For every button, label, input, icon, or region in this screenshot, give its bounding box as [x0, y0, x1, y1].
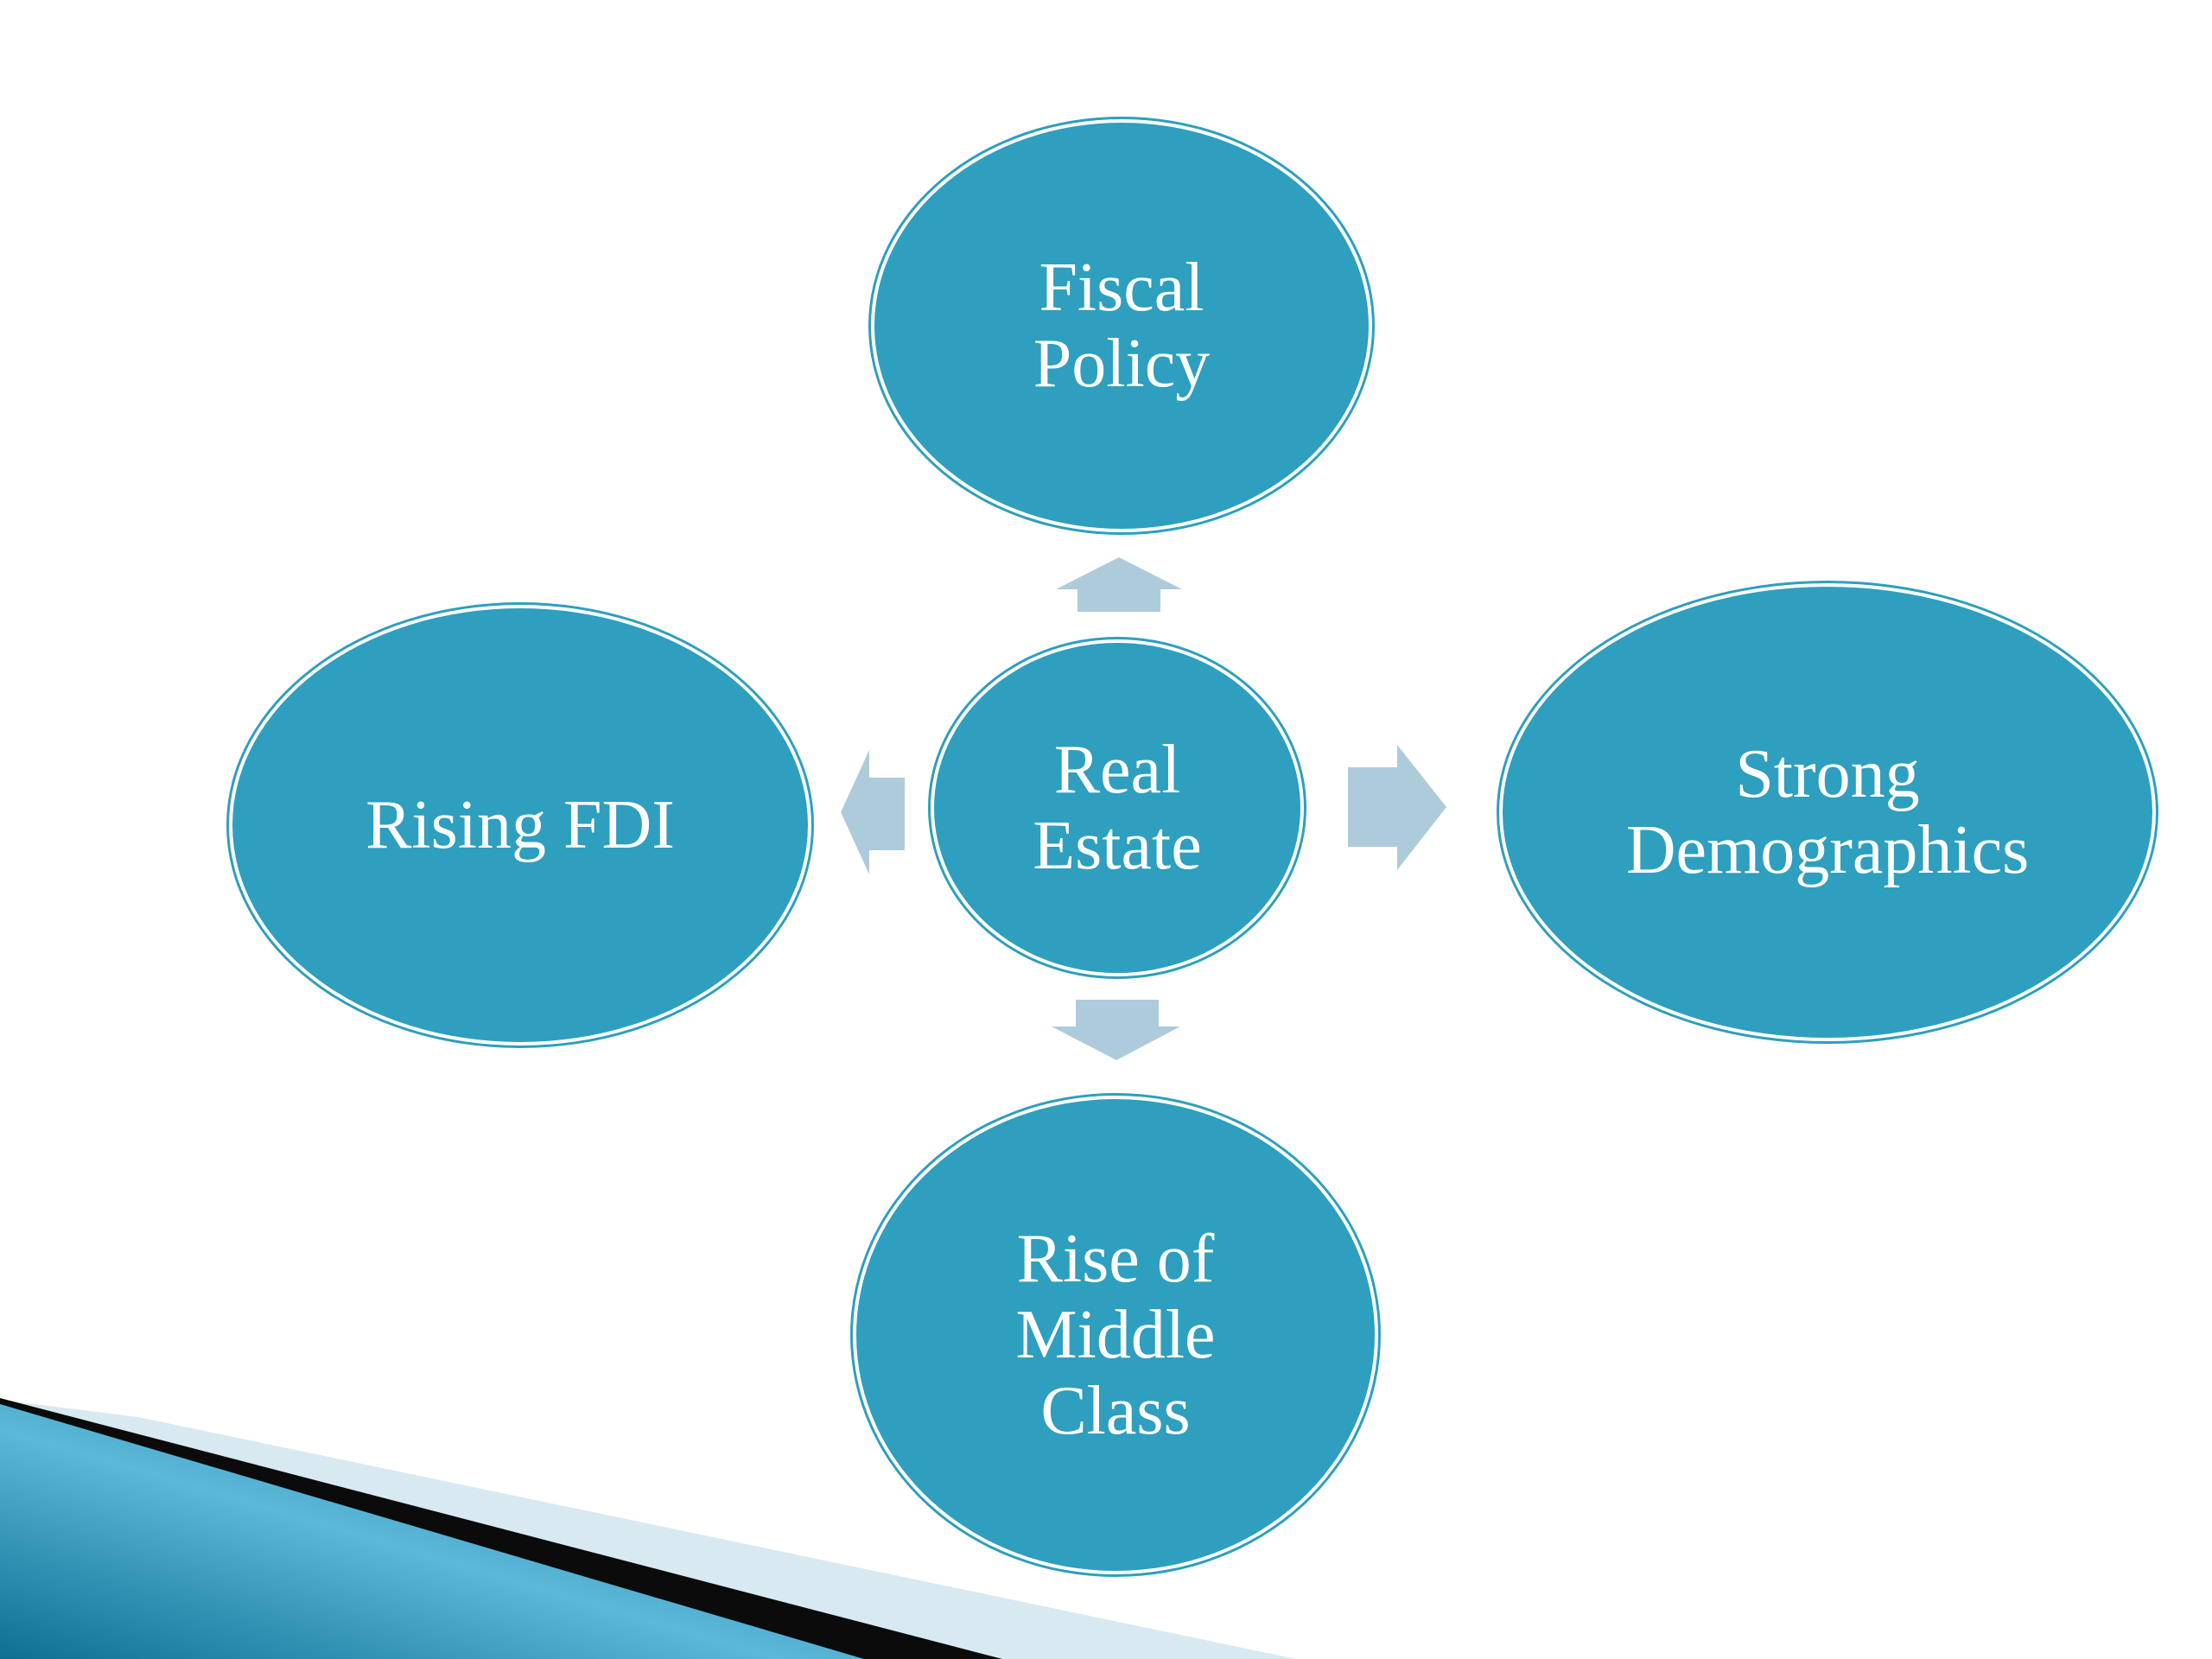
node-rise-of-middle-class: Rise of Middle Class — [853, 1096, 1378, 1574]
node-rising-fdi: Rising FDI — [229, 605, 811, 1046]
corner-blue-wedge — [0, 1404, 864, 1659]
arrow-up-icon — [1056, 557, 1182, 612]
node-label: Rising FDI — [365, 787, 675, 863]
node-label: Real Estate — [1033, 732, 1202, 884]
node-label: Strong Demographics — [1625, 736, 2030, 888]
arrow-down-icon — [1052, 1000, 1180, 1060]
node-fiscal-policy: Fiscal Policy — [871, 119, 1372, 532]
node-label: Fiscal Policy — [1033, 250, 1211, 402]
arrow-right-icon — [1348, 745, 1446, 870]
node-real-estate: Real Estate — [931, 639, 1304, 976]
arrow-left-icon — [841, 750, 905, 874]
node-strong-demographics: Strong Demographics — [1499, 583, 2156, 1041]
node-label: Rise of Middle Class — [1015, 1221, 1216, 1449]
